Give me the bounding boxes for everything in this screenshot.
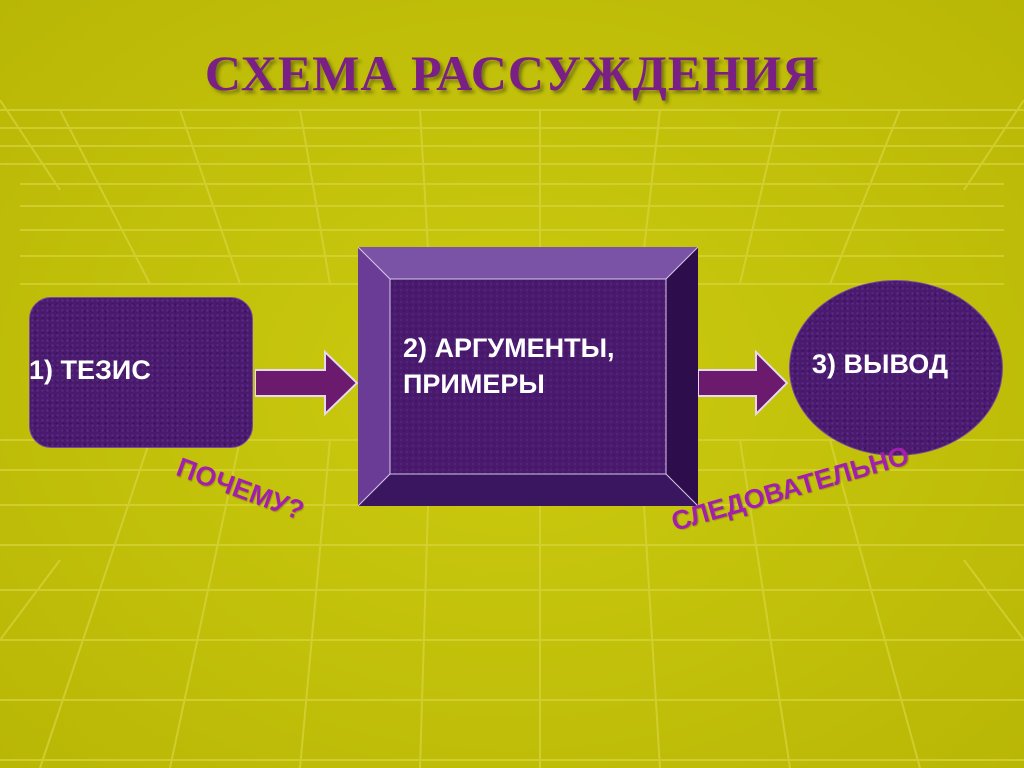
thesis-label: 1) ТЕЗИС <box>29 355 151 385</box>
arrow-thesis-to-arguments <box>255 350 358 416</box>
thesis-box <box>29 297 253 448</box>
slide-title: СХЕМА РАССУЖДЕНИЯ <box>204 45 820 101</box>
conclusion-ellipse <box>789 280 1003 456</box>
arguments-label: 2) АРГУМЕНТЫ, ПРИМЕРЫ <box>403 330 615 402</box>
arrow-arguments-to-conclusion <box>698 350 788 416</box>
conclusion-label: 3) ВЫВОД <box>812 349 949 379</box>
arguments-box <box>358 247 698 506</box>
arguments-label-line-1: 2) АРГУМЕНТЫ, <box>403 333 615 363</box>
arguments-label-line-2: ПРИМЕРЫ <box>403 369 545 399</box>
